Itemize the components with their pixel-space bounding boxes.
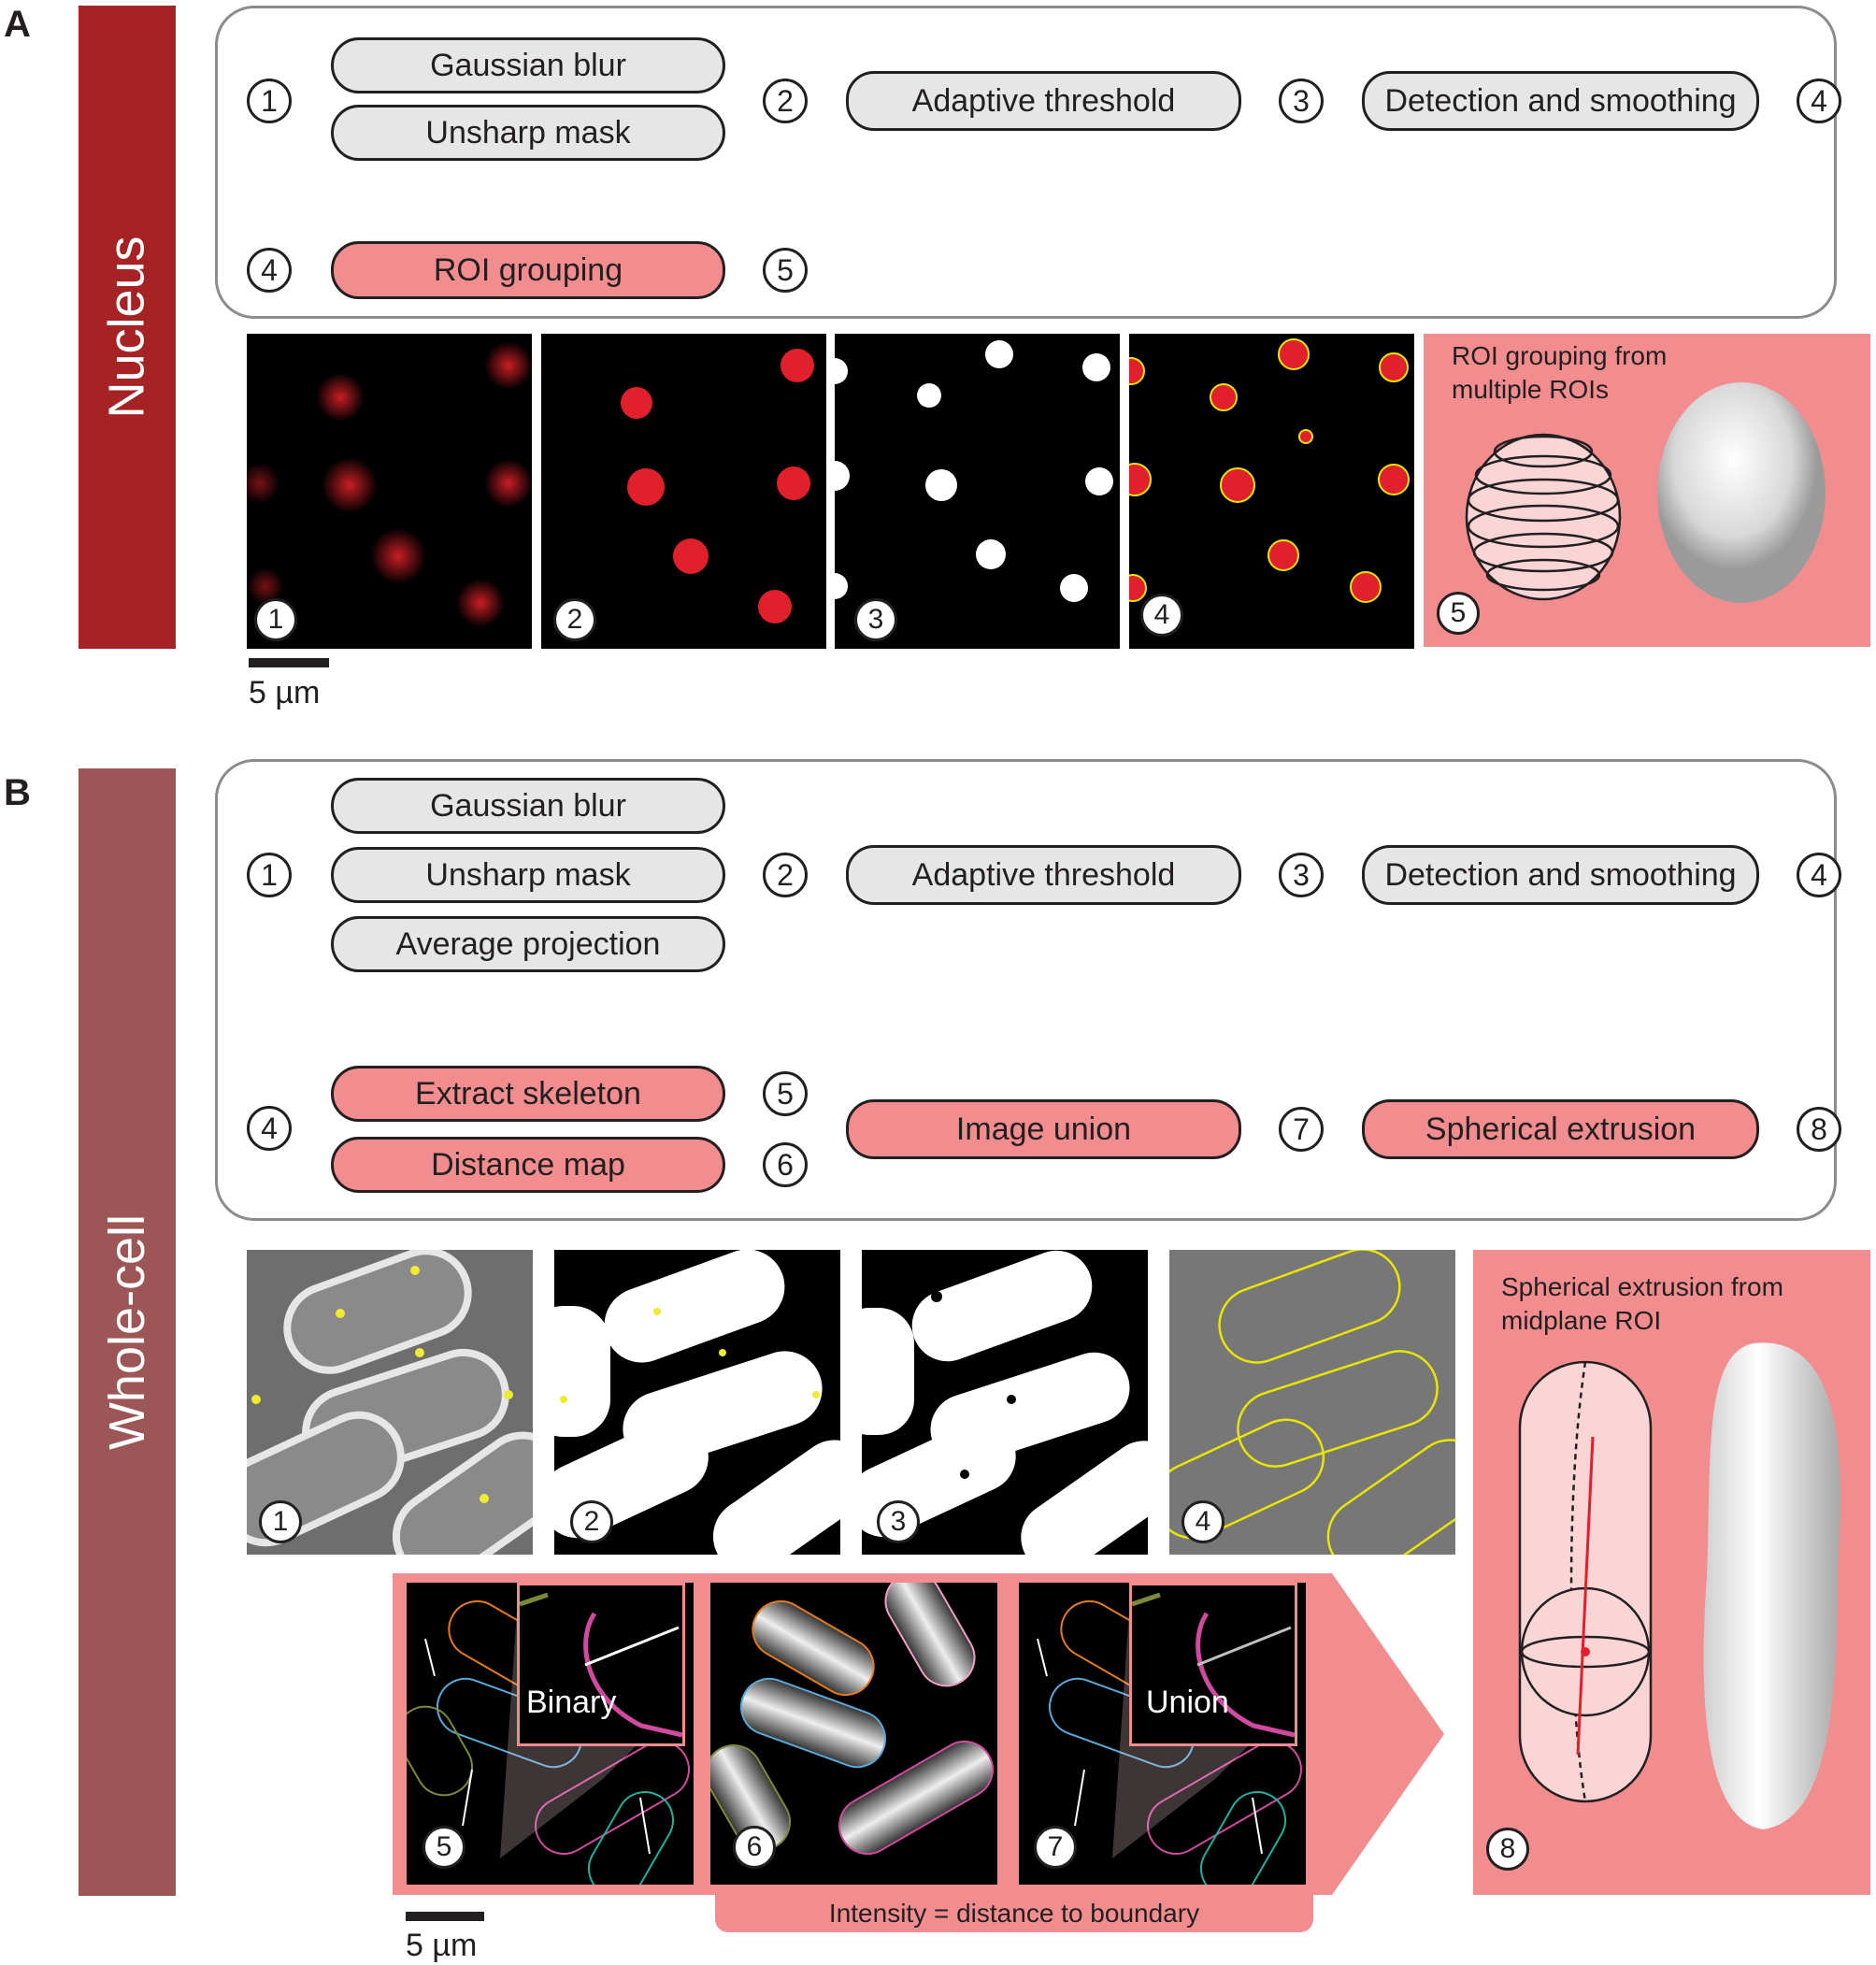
union-image-distance-map-art (710, 1583, 994, 1855)
wholecell-scale-bar (406, 1912, 484, 1921)
cell-image-detection-art (1169, 1250, 1455, 1555)
cell-image-detection (1169, 1250, 1455, 1555)
step-detection-smoothing: Detection and smoothing (1362, 71, 1759, 131)
binary-inset-label: Binary (526, 1685, 617, 1720)
step-spherical-extrusion: Spherical extrusion (1362, 1099, 1759, 1159)
step-b-gaussian-blur: Gaussian blur (331, 778, 725, 834)
wholecell-side-label: Whole-cell (99, 1213, 156, 1451)
step-unsharp-mask: Unsharp mask (331, 105, 725, 161)
step-image-union: Image union (846, 1099, 1241, 1159)
binary-inset-art (519, 1592, 683, 1738)
cell-image-filtered (554, 1250, 840, 1555)
node-b-7: 7 (1279, 1107, 1324, 1152)
step-extract-skeleton: Extract skeleton (331, 1066, 725, 1122)
step-distance-map: Distance map (331, 1137, 725, 1193)
nucleus-side-label: Nucleus (99, 236, 155, 419)
node-b-4b: 4 (247, 1106, 292, 1151)
node-b-8: 8 (1797, 1107, 1841, 1152)
voxel-cell-render (1703, 1342, 1841, 1829)
roi-grouping-caption: ROI grouping from multiple ROIs (1452, 341, 1668, 404)
badge-b-2: 2 (570, 1500, 613, 1543)
step-b-detection-smoothing: Detection and smoothing (1362, 845, 1759, 905)
badge-b-8: 8 (1486, 1828, 1529, 1871)
step-roi-grouping: ROI grouping (331, 241, 725, 299)
badge-b-6: 6 (733, 1826, 776, 1869)
union-inset (1129, 1583, 1297, 1746)
extrusion-box: Spherical extrusion from midplane ROI 8 (1473, 1250, 1870, 1895)
node-b-1: 1 (247, 853, 292, 897)
node-a-4: 4 (1797, 79, 1841, 123)
binary-inset (517, 1583, 685, 1746)
badge-a-2: 2 (553, 598, 596, 641)
nucleus-image-filtered (541, 334, 826, 649)
distance-caption-bar: Intensity = distance to boundary (715, 1895, 1313, 1932)
badge-b-3: 3 (877, 1500, 920, 1543)
nucleus-scale-bar (249, 658, 329, 667)
distance-caption: Intensity = distance to boundary (828, 1899, 1200, 1928)
cell-image-threshold-art (862, 1250, 1148, 1555)
step-b-adaptive-threshold: Adaptive threshold (846, 845, 1241, 905)
cell-image-raw (247, 1250, 533, 1555)
badge-b-5: 5 (422, 1826, 465, 1869)
node-b-6: 6 (763, 1142, 808, 1187)
step-b-unsharp-mask: Unsharp mask (331, 847, 725, 903)
nucleus-image-raw (247, 334, 532, 649)
badge-a-3: 3 (854, 598, 897, 641)
nucleus-scale-label: 5 µm (249, 675, 321, 710)
nucleus-roi-grouping-box: ROI grouping from multiple ROIs 5 (1424, 334, 1870, 647)
badge-b-4: 4 (1181, 1500, 1224, 1543)
panel-a-letter: A (4, 4, 31, 45)
node-b-2: 2 (763, 853, 808, 897)
node-b-5: 5 (763, 1071, 808, 1116)
extrusion-caption: Spherical extrusion from midplane ROI (1501, 1272, 1783, 1335)
voxel-nucleus-render (1657, 382, 1826, 603)
node-a-4b: 4 (247, 248, 292, 293)
badge-a-5: 5 (1437, 592, 1480, 635)
nucleus-image-threshold (835, 334, 1120, 649)
step-b-average-projection: Average projection (331, 916, 725, 972)
node-a-1: 1 (247, 79, 292, 123)
node-a-5: 5 (763, 248, 808, 293)
wholecell-scale-label: 5 µm (406, 1928, 478, 1963)
nucleus-image-detection-art (1129, 338, 1410, 603)
stacked-rings-drawing (1465, 433, 1622, 601)
nucleus-image-raw-art (247, 341, 532, 627)
nucleus-image-detection (1129, 334, 1414, 649)
wholecell-side-bar: Whole-cell (79, 768, 176, 1896)
step-gaussian-blur: Gaussian blur (331, 37, 725, 93)
step-adaptive-threshold: Adaptive threshold (846, 71, 1241, 131)
node-a-2: 2 (763, 79, 808, 123)
panel-b-letter: B (4, 772, 31, 813)
union-inset-art (1131, 1592, 1296, 1738)
cell-image-filtered-art (554, 1250, 840, 1555)
badge-a-1: 1 (254, 598, 297, 641)
nucleus-side-bar: Nucleus (79, 6, 176, 649)
badge-b-1: 1 (259, 1500, 302, 1543)
union-inset-label: Union (1146, 1685, 1229, 1720)
node-a-3: 3 (1279, 79, 1324, 123)
nucleus-image-filtered-art (621, 349, 814, 624)
capsule-drawing (1518, 1360, 1653, 1803)
nucleus-image-threshold-art (835, 340, 1113, 602)
badge-a-4: 4 (1140, 594, 1183, 637)
union-image-skeleton: Binary (407, 1583, 694, 1885)
node-b-4: 4 (1797, 853, 1841, 897)
node-b-3: 3 (1279, 853, 1324, 897)
badge-b-7: 7 (1034, 1826, 1077, 1869)
